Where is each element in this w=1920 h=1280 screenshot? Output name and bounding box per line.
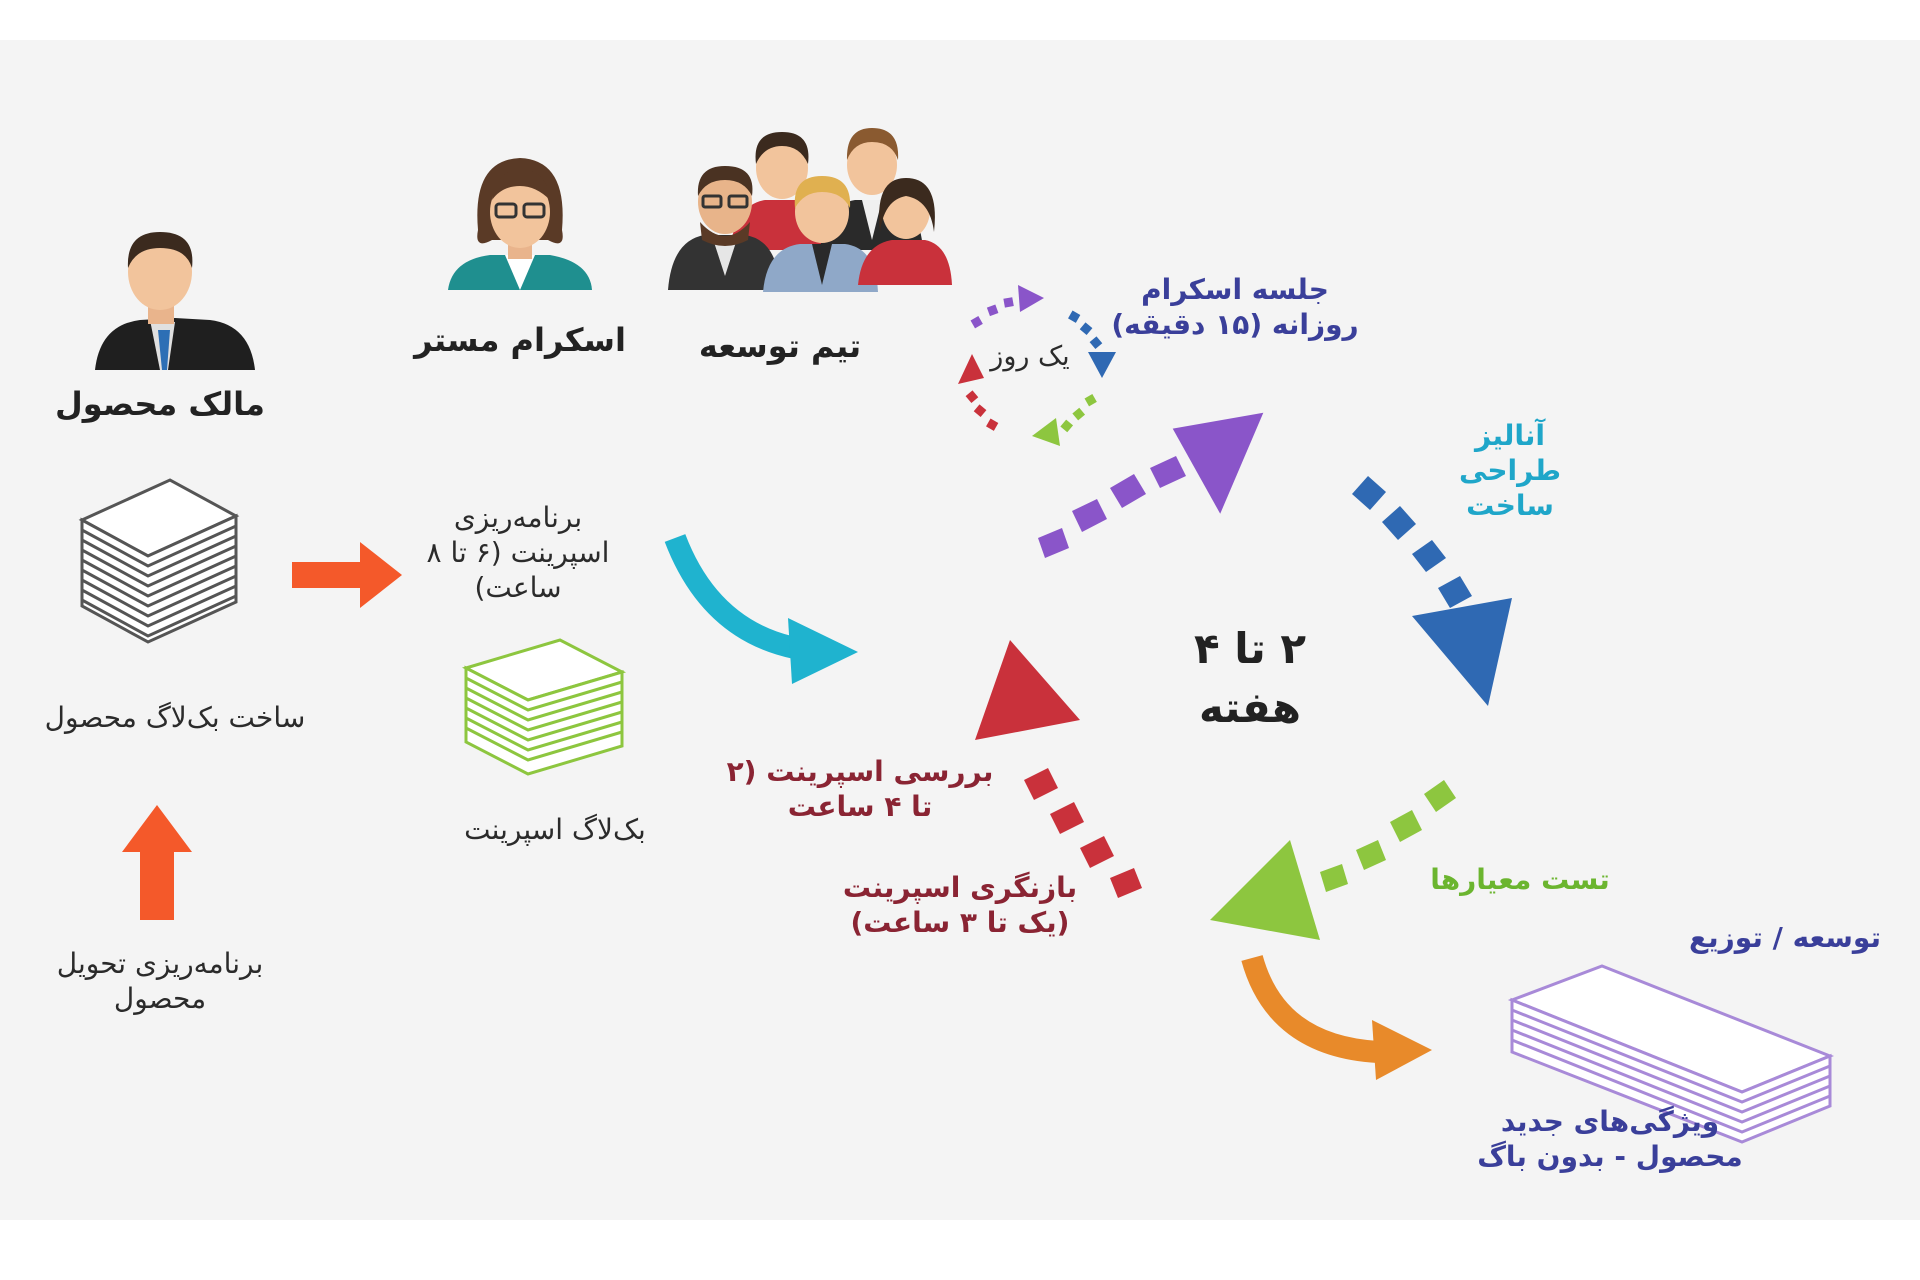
arrow-to-sprint-planning	[292, 542, 402, 608]
product-backlog-stack-icon	[78, 478, 240, 644]
work-steps-label: آنالیز طراحی ساخت	[1440, 418, 1580, 523]
sprint-backlog-stack-icon	[462, 638, 626, 776]
new-features-stack-icon	[1507, 964, 1835, 1144]
sprint-duration-line-1: ۲ تا ۴	[1193, 624, 1307, 673]
sprint-planning-line-3: ساعت)	[474, 571, 562, 604]
arrow-blue-cycle	[1352, 476, 1512, 706]
one-day-label: یک روز	[990, 341, 1070, 372]
scrum-master-label: اسکرام مستر	[414, 321, 626, 359]
work-step-design: طراحی	[1459, 454, 1561, 487]
test-criteria-label: تست معیارها	[1430, 863, 1610, 896]
dev-team-label: تیم توسعه	[698, 327, 862, 365]
delivery-planning-label: برنامه‌ریزی تحویل محصول	[20, 946, 300, 1016]
development-team-icon	[668, 128, 952, 292]
delivery-planning-line-1: برنامه‌ریزی تحویل	[56, 947, 264, 980]
deploy-label: توسعه / توزیع	[1689, 921, 1881, 954]
sprint-duration-line-2: هفته	[1199, 682, 1301, 732]
arrow-red-cycle	[975, 640, 1142, 898]
arrow-purple-cycle	[1038, 412, 1264, 558]
sprint-retro-label: بازنگری اسپرینت (یک تا ۳ ساعت)	[830, 870, 1090, 940]
new-features-label: ویژگی‌های جدید محصول - بدون باگ	[1450, 1104, 1770, 1174]
arrow-green-cycle	[1210, 780, 1456, 940]
work-step-analysis: آنالیز	[1475, 419, 1545, 452]
arrow-up-to-backlog	[122, 805, 192, 920]
delivery-planning-line-2: محصول	[113, 982, 207, 1015]
product-owner-icon	[95, 232, 255, 370]
product-owner-label: مالک محصول	[55, 385, 265, 423]
sprint-retro-line-1: بازنگری اسپرینت	[842, 871, 1078, 904]
sprint-review-line-1: بررسی اسپرینت (۲	[726, 755, 994, 788]
product-backlog-label: ساخت بک‌لاگ محصول	[44, 701, 306, 734]
scrum-master-icon	[448, 158, 592, 290]
sprint-duration-label: ۲ تا ۴ هفته	[1160, 620, 1340, 738]
daily-scrum-line-1: جلسه اسکرام	[1141, 273, 1329, 306]
sprint-planning-line-1: برنامه‌ریزی	[453, 501, 583, 534]
daily-cycle-arrows	[958, 285, 1116, 446]
sprint-review-label: بررسی اسپرینت (۲ تا ۴ ساعت	[720, 754, 1000, 824]
new-features-line-1: ویژگی‌های جدید	[1500, 1105, 1720, 1138]
curved-arrow-into-cycle	[664, 533, 858, 684]
arrow-orange-deploy	[1241, 954, 1432, 1080]
sprint-retro-line-2: (یک تا ۳ ساعت)	[850, 906, 1070, 939]
daily-scrum-line-2: روزانه (۱۵ دقیقه)	[1111, 308, 1359, 341]
sprint-planning-label: برنامه‌ریزی اسپرینت (۶ تا ۸ ساعت)	[408, 500, 628, 605]
work-step-build: ساخت	[1466, 489, 1554, 522]
daily-scrum-label: جلسه اسکرام روزانه (۱۵ دقیقه)	[1110, 272, 1360, 342]
sprint-planning-line-2: اسپرینت (۶ تا ۸	[426, 536, 610, 569]
sprint-backlog-label: بک‌لاگ اسپرینت	[464, 813, 646, 846]
new-features-line-2: محصول - بدون باگ	[1477, 1140, 1743, 1173]
sprint-review-line-2: تا ۴ ساعت	[787, 790, 933, 823]
